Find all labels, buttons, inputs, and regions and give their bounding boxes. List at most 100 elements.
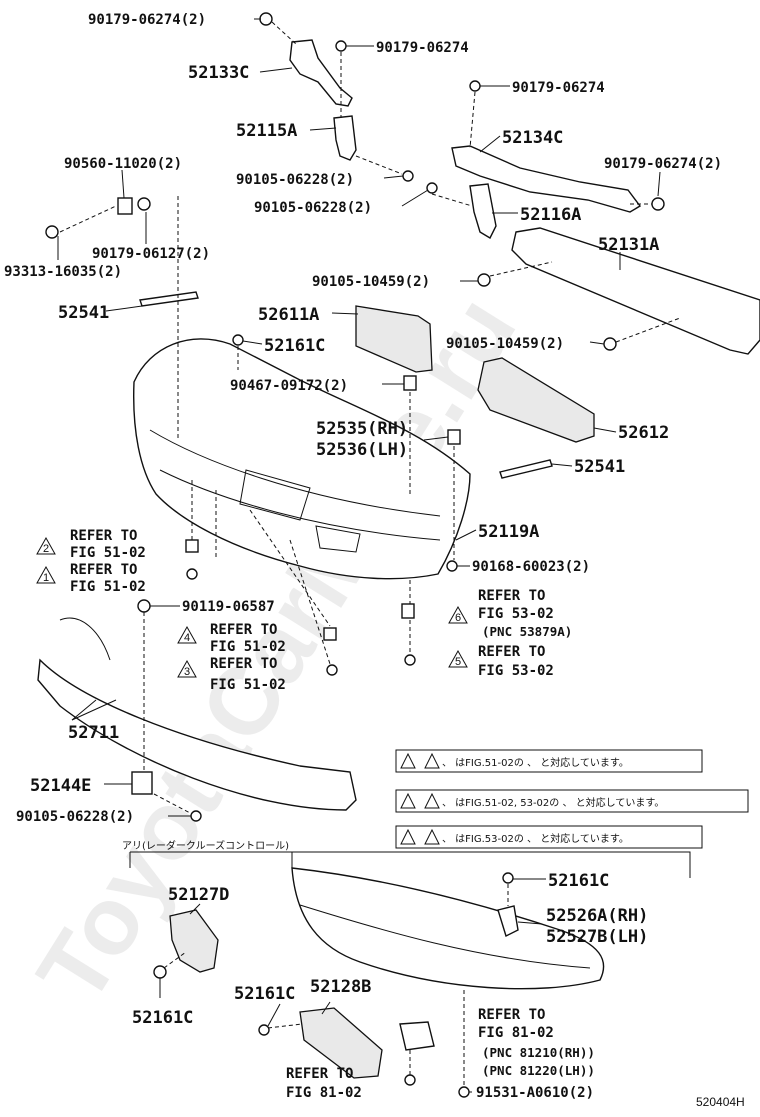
marker-4 — [177, 625, 197, 644]
radar-grille-line — [299, 904, 591, 969]
marker-3-num: 3 — [184, 666, 190, 678]
assembly-line — [249, 509, 331, 627]
absorber-52611a — [355, 305, 433, 373]
bumper-cover-52119a — [133, 338, 471, 580]
label-52115a: 52115A — [236, 121, 297, 141]
fasteners — [45, 12, 665, 1098]
note-a-marker-1 — [400, 752, 416, 769]
strip-52541-right — [499, 459, 553, 479]
marker-1-num: 1 — [43, 572, 49, 584]
clip-90179-a — [335, 40, 347, 52]
refer-fig-1: FIG 51-02 — [70, 579, 146, 595]
label-52133c: 52133C — [188, 63, 249, 83]
label-52161c-m: 52161C — [234, 984, 295, 1004]
radar-sensor — [399, 1021, 435, 1051]
bumper-cover-radar — [291, 867, 605, 990]
marker-4-num: 4 — [184, 632, 190, 644]
marker-2 — [36, 536, 56, 555]
label-52536-lh: 52536(LH) — [316, 440, 408, 460]
nut-90560 — [117, 197, 133, 215]
note-box-b — [395, 789, 749, 813]
leader — [383, 175, 404, 179]
marker-2-num: 2 — [43, 543, 49, 555]
bolt-90105-b — [426, 182, 438, 194]
clip-90179-top — [259, 12, 273, 26]
refer-fig-6: FIG 53-02 — [478, 606, 554, 622]
screw-93313 — [45, 225, 59, 239]
bracket-52127d — [169, 909, 219, 973]
assembly-line — [59, 205, 117, 233]
note-b-marker-3 — [400, 792, 416, 809]
bracket-52134c — [451, 145, 642, 213]
assembly-line — [289, 539, 331, 665]
label-52527b-lh: 52527B(LH) — [546, 927, 648, 947]
note-box-c — [395, 825, 703, 849]
bumper-grille-line-2 — [159, 469, 441, 541]
leader — [517, 921, 543, 925]
radar-section-bracket — [130, 851, 691, 878]
screw-90168 — [446, 560, 458, 572]
refer-fig-81-right: FIG 81-02 — [478, 1025, 554, 1041]
assembly-line — [271, 21, 297, 45]
cover-52128b — [299, 1007, 383, 1079]
absorber-52612 — [477, 357, 595, 443]
note-c-marker-5 — [400, 828, 416, 845]
bolt-90105-a — [402, 170, 414, 182]
bolt-90119 — [137, 599, 151, 613]
leader — [455, 529, 477, 541]
refer-fig-3: FIG 51-02 — [210, 677, 286, 693]
label-90179-06274-b: 90179-06274 — [512, 80, 605, 96]
refer-to-1: REFER TO — [70, 562, 137, 578]
note-a-marker-2 — [424, 752, 440, 769]
label-90179-06127: 90179-06127(2) — [92, 246, 210, 262]
screw-91531 — [458, 1086, 470, 1098]
label-90560-11020: 90560-11020(2) — [64, 156, 182, 172]
strip-52541-left — [139, 291, 199, 307]
label-52711: 52711 — [68, 723, 119, 743]
marker-5-num: 5 — [455, 656, 461, 668]
screw-ref-1 — [186, 568, 198, 580]
note-boxes: 、 はFIG.51-02の 、 と対応しています。 、 はFIG.51-02, … — [395, 749, 749, 849]
label-52128b: 52128B — [310, 977, 371, 997]
refer-labels: 2 REFER TO FIG 51-02 1 REFER TO FIG 51-0… — [36, 528, 595, 1101]
label-90105-06228-2-b: 90105-06228(2) — [254, 200, 372, 216]
label-90179-06274-2-top: 90179-06274(2) — [88, 12, 206, 28]
refer-to-5: REFER TO — [478, 644, 545, 660]
assembly-line — [615, 317, 681, 343]
label-90105-06228-2-c: 90105-06228(2) — [16, 809, 134, 825]
label-52161c-r: 52161C — [548, 871, 609, 891]
bolt-90105-10459-a — [477, 273, 491, 287]
note-c-text: 、 はFIG.53-02の 、 と対応しています。 — [442, 832, 629, 845]
leader — [479, 135, 501, 153]
bumper-grille-line-1 — [149, 429, 441, 517]
label-52131a: 52131A — [598, 235, 659, 255]
refer-to-81-right: REFER TO — [478, 1007, 545, 1023]
clip-90467 — [403, 375, 417, 391]
refer-to-81-left: REFER TO — [286, 1066, 353, 1082]
bracket-52116a — [469, 183, 497, 239]
assembly-line — [469, 91, 476, 149]
leader — [589, 341, 605, 345]
label-52134c: 52134C — [502, 128, 563, 148]
leader — [242, 340, 263, 345]
assembly-line — [355, 155, 403, 175]
note-b-marker-4 — [424, 792, 440, 809]
label-90119-06587: 90119-06587 — [182, 599, 275, 615]
label-90105-06228-2-a: 90105-06228(2) — [236, 172, 354, 188]
label-52127d: 52127D — [168, 885, 229, 905]
clip-90179-06127 — [137, 197, 151, 211]
leader — [593, 427, 617, 433]
refer-pnc-53879a: (PNC 53879A) — [482, 624, 572, 639]
label-52116a: 52116A — [520, 205, 581, 225]
refer-to-4: REFER TO — [210, 622, 277, 638]
refer-to-3: REFER TO — [210, 656, 277, 672]
label-93313-16035: 93313-16035(2) — [4, 264, 122, 280]
note-c-marker-6 — [424, 828, 440, 845]
part-shapes — [37, 39, 760, 1079]
assembly-line — [153, 793, 193, 815]
label-90105-10459-2-b: 90105-10459(2) — [446, 336, 564, 352]
bolt-90105-10459-b — [603, 337, 617, 351]
clip-ref-4 — [323, 627, 337, 641]
part-labels: 90179-06274(2) 52133C 90179-06274 90179-… — [4, 12, 722, 1101]
